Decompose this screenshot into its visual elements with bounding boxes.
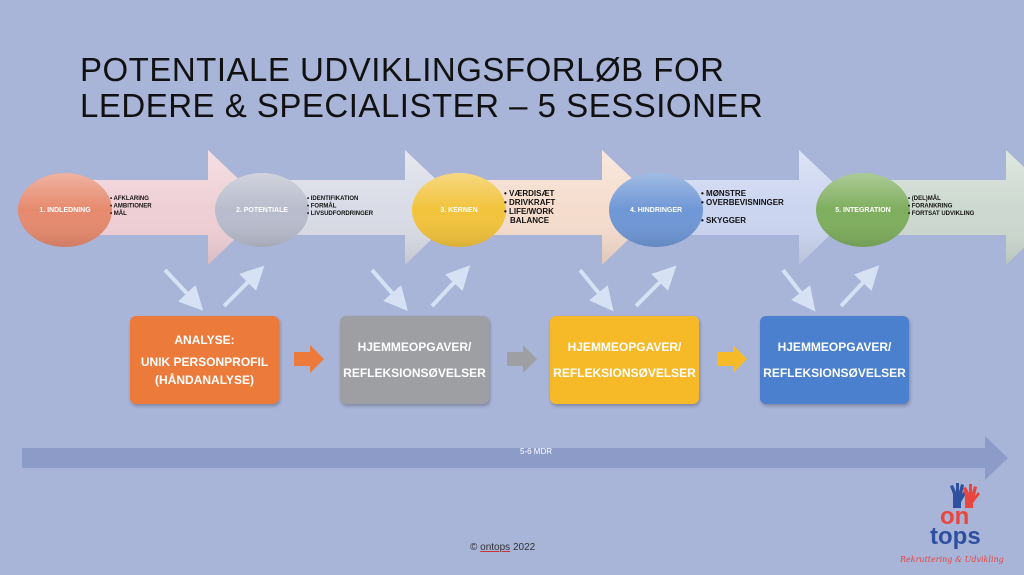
step-bullet: • AFKLARING [110,196,149,202]
step-2: 2. POTENTIALE • IDENTIFIKATION• FORMÅL• L… [215,150,465,265]
down-arrow [781,268,816,312]
step-label: 2. POTENTIALE [236,207,288,214]
copyright-name: ontops [480,542,511,553]
step-label: 5. INTEGRATION [835,207,890,214]
step-bullet: • DRIVKRAFT [504,198,555,207]
step-arrow-shine [659,150,859,265]
hands-icon [950,483,980,508]
session-box-4: HJEMMEOPGAVER/REFLEKSIONSØVELSER [760,316,909,404]
step-arrow-shine [68,150,268,265]
step-circle-shine [816,173,910,247]
ontops-logo: on tops Rekruttering & Udvikling [900,480,1020,575]
step-bullet: • AMBITIONER [110,204,152,210]
box-text-line: ANALYSE: [174,333,235,347]
up-arrow [430,265,471,308]
down-arrow [163,268,204,311]
step-circle-shine [215,173,309,247]
title-line-1: POTENTIALE UDVIKLINGSFORLØB FOR [80,51,725,88]
step-3: 3. KERNEN • VÆRDISÆT• DRIVKRAFT• LIFE/WOR… [412,150,662,265]
copyright-year: 2022 [512,542,536,553]
step-1: 1. INDLEDNING • AFKLARING • AMBITIONER• MÅ… [18,150,268,265]
copyright: © ontops 2022 [470,542,535,553]
logo-word-on: on [940,503,970,530]
step-4: 4. HINDRINGER • MØNSTRE• OVERBEVISNINGER •… [609,150,859,265]
step-arrow-shine [265,150,465,265]
down-arrow [578,268,614,312]
box-text-line: HJEMMEOPGAVER/ [777,340,892,354]
title-line-2: LEDERE & SPECIALISTER – 5 SESSIONER [80,87,764,124]
step-label: 3. KERNEN [440,207,477,214]
logo-word-tops: tops [930,523,981,550]
connector-arrow [507,345,537,373]
copyright-symbol: © [470,542,478,553]
step-bullet: • MÅL [110,210,127,217]
step-bullet: • MØNSTRE [701,189,747,198]
box-text-line: UNIK PERSONPROFIL [140,355,269,369]
logo-tagline: Rekruttering & Udvikling [900,555,1004,564]
step-bullet: • IDENTIFIKATION [307,196,358,202]
box-text-line: REFLEKSIONSØVELSER [763,366,906,380]
down-arrow [370,268,408,312]
step-bullet: • OVERBEVISNINGER [701,198,784,207]
connector-arrow [717,345,747,373]
timeline-arrow [22,436,1008,480]
session-box-2: HJEMMEOPGAVER/REFLEKSIONSØVELSER [340,316,489,404]
connector-arrow [294,345,324,373]
session-box-3: HJEMMEOPGAVER/REFLEKSIONSØVELSER [550,316,699,404]
step-bullet: • SKYGGER [701,216,746,225]
box-text-line: REFLEKSIONSØVELSER [553,366,696,380]
session-box-1: ANALYSE: UNIK PERSONPROFIL (HÅNDANALYSE) [130,316,279,404]
step-bullet: • FORANKRING [908,204,953,210]
box-text-line: HJEMMEOPGAVER/ [357,340,472,354]
page-title: POTENTIALE UDVIKLINGSFORLØB FOR LEDERE &… [80,52,780,124]
step-circle-shine [412,173,506,247]
box-text-line: (HÅNDANALYSE) [155,373,254,387]
box-text-line: HJEMMEOPGAVER/ [567,340,682,354]
step-bullet: • FORMÅL [307,203,337,210]
step-bullet: • LIVSUDFORDRINGER [307,211,374,217]
step-bullet: • FORTSAT UDVIKLING [908,211,975,217]
step-arrow-shine [866,150,1024,265]
step-label: 1. INDLEDNING [39,207,91,214]
step-label: 4. HINDRINGER [630,207,682,214]
up-arrow [222,265,265,308]
step-bullet: • VÆRDISÆT [504,189,554,198]
timeline-label: 5-6 MDR [520,447,553,456]
up-arrow [634,265,677,308]
step-circle-shine [609,173,703,247]
step-bullet: • (DEL)MÅL [908,195,941,202]
up-arrow [839,265,880,308]
step-arrow-shine [462,150,662,265]
step-circle-shine [18,173,112,247]
box-text-line: REFLEKSIONSØVELSER [343,366,486,380]
step-5: 5. INTEGRATION • (DEL)MÅL • FORANKRING• FO… [816,150,1024,265]
